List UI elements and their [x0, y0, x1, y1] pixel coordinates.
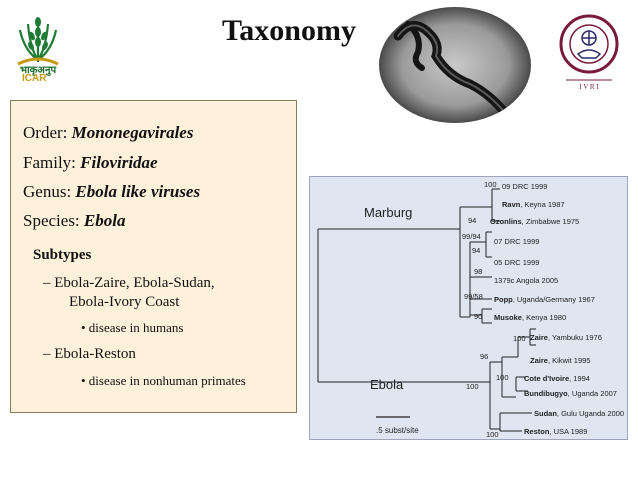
icar-logo: [17, 17, 59, 66]
logo-text-hindi: भाकृअनुप: [20, 65, 57, 76]
bootstrap-value: 100: [486, 430, 499, 439]
bootstrap-value: 100: [484, 180, 497, 189]
phylogenetic-tree: Marburg Ebola .5 subst/site 100 94 99/94…: [317, 180, 624, 439]
bootstrap-values: 100 94 99/94 94 98 99/58 90 100 96 100 1…: [462, 180, 526, 439]
bootstrap-value: 94: [472, 246, 480, 255]
tree-leaf: Sudan, Gulu Uganda 2000: [534, 409, 624, 418]
taxonomy-order: Order: Mononegavirales: [23, 123, 194, 142]
taxonomy-species: Species: Ebola: [23, 211, 126, 230]
bootstrap-value: 99/58: [464, 292, 483, 301]
tree-leaves: 09 DRC 1999 Ravn, Keyna 1987 Ozonlins, Z…: [490, 182, 624, 436]
tree-leaf: 09 DRC 1999: [502, 182, 547, 191]
bootstrap-value: 100: [513, 334, 526, 343]
bootstrap-value: 94: [468, 216, 476, 225]
subtype-item-1-continued: Ebola-Ivory Coast: [69, 294, 180, 310]
taxonomy-family: Family: Filoviridae: [23, 153, 158, 172]
scale-bar-label: .5 subst/site: [376, 426, 419, 435]
tree-leaf: 07 DRC 1999: [494, 237, 539, 246]
tree-leaf: Ozonlins, Zimbabwe 1975: [490, 217, 579, 226]
subtype-item-2-note: • disease in nonhuman primates: [81, 373, 246, 388]
tree-branches: [317, 188, 536, 432]
ebola-virus-micrograph: [379, 7, 531, 123]
tree-leaf: Zaire, Yambuku 1976: [530, 333, 602, 342]
taxonomy-info-box: Order: Mononegavirales Family: Filovirid…: [10, 100, 297, 413]
phylogenetic-tree-figure: Marburg Ebola .5 subst/site 100 94 99/94…: [309, 176, 628, 440]
tree-leaf: Musoke, Kenya 1980: [494, 313, 566, 322]
marburg-group-label: Marburg: [364, 205, 412, 220]
logo-text-english: ICAR: [22, 73, 47, 84]
bootstrap-value: 96: [480, 352, 488, 361]
taxonomy-genus: Genus: Ebola like viruses: [23, 182, 201, 201]
bootstrap-value: 98: [474, 267, 482, 276]
tree-leaf: Bundibugyo, Uganda 2007: [524, 389, 617, 398]
svg-text:I V R I: I V R I: [579, 83, 599, 91]
tree-leaf: 05 DRC 1999: [494, 258, 539, 267]
scale-bar: .5 subst/site: [376, 416, 419, 435]
bootstrap-value: 99/94: [462, 232, 481, 241]
tree-leaf: 1379c Angola 2005: [494, 276, 558, 285]
tree-leaf: Ravn, Keyna 1987: [502, 200, 565, 209]
subtype-item-1-note: • disease in humans: [81, 320, 184, 335]
bootstrap-value: 90: [474, 312, 482, 321]
society-seal-logo: I V R I: [559, 14, 619, 91]
bootstrap-value: 100: [466, 382, 479, 391]
subtype-item-1: – Ebola-Zaire, Ebola-Sudan,: [43, 275, 215, 291]
tree-leaf: Cote d'Ivoire, 1994: [524, 374, 590, 383]
subtype-item-2: – Ebola-Reston: [43, 346, 136, 362]
ebola-group-label: Ebola: [370, 377, 404, 392]
tree-leaf: Zaire, Kikwit 1995: [530, 356, 590, 365]
tree-leaf: Reston, USA 1989: [524, 427, 587, 436]
slide-title: Taxonomy: [222, 14, 356, 47]
bootstrap-value: 100: [496, 373, 509, 382]
subtypes-heading: Subtypes: [33, 247, 92, 263]
tree-leaf: Popp, Uganda/Germany 1967: [494, 295, 595, 304]
